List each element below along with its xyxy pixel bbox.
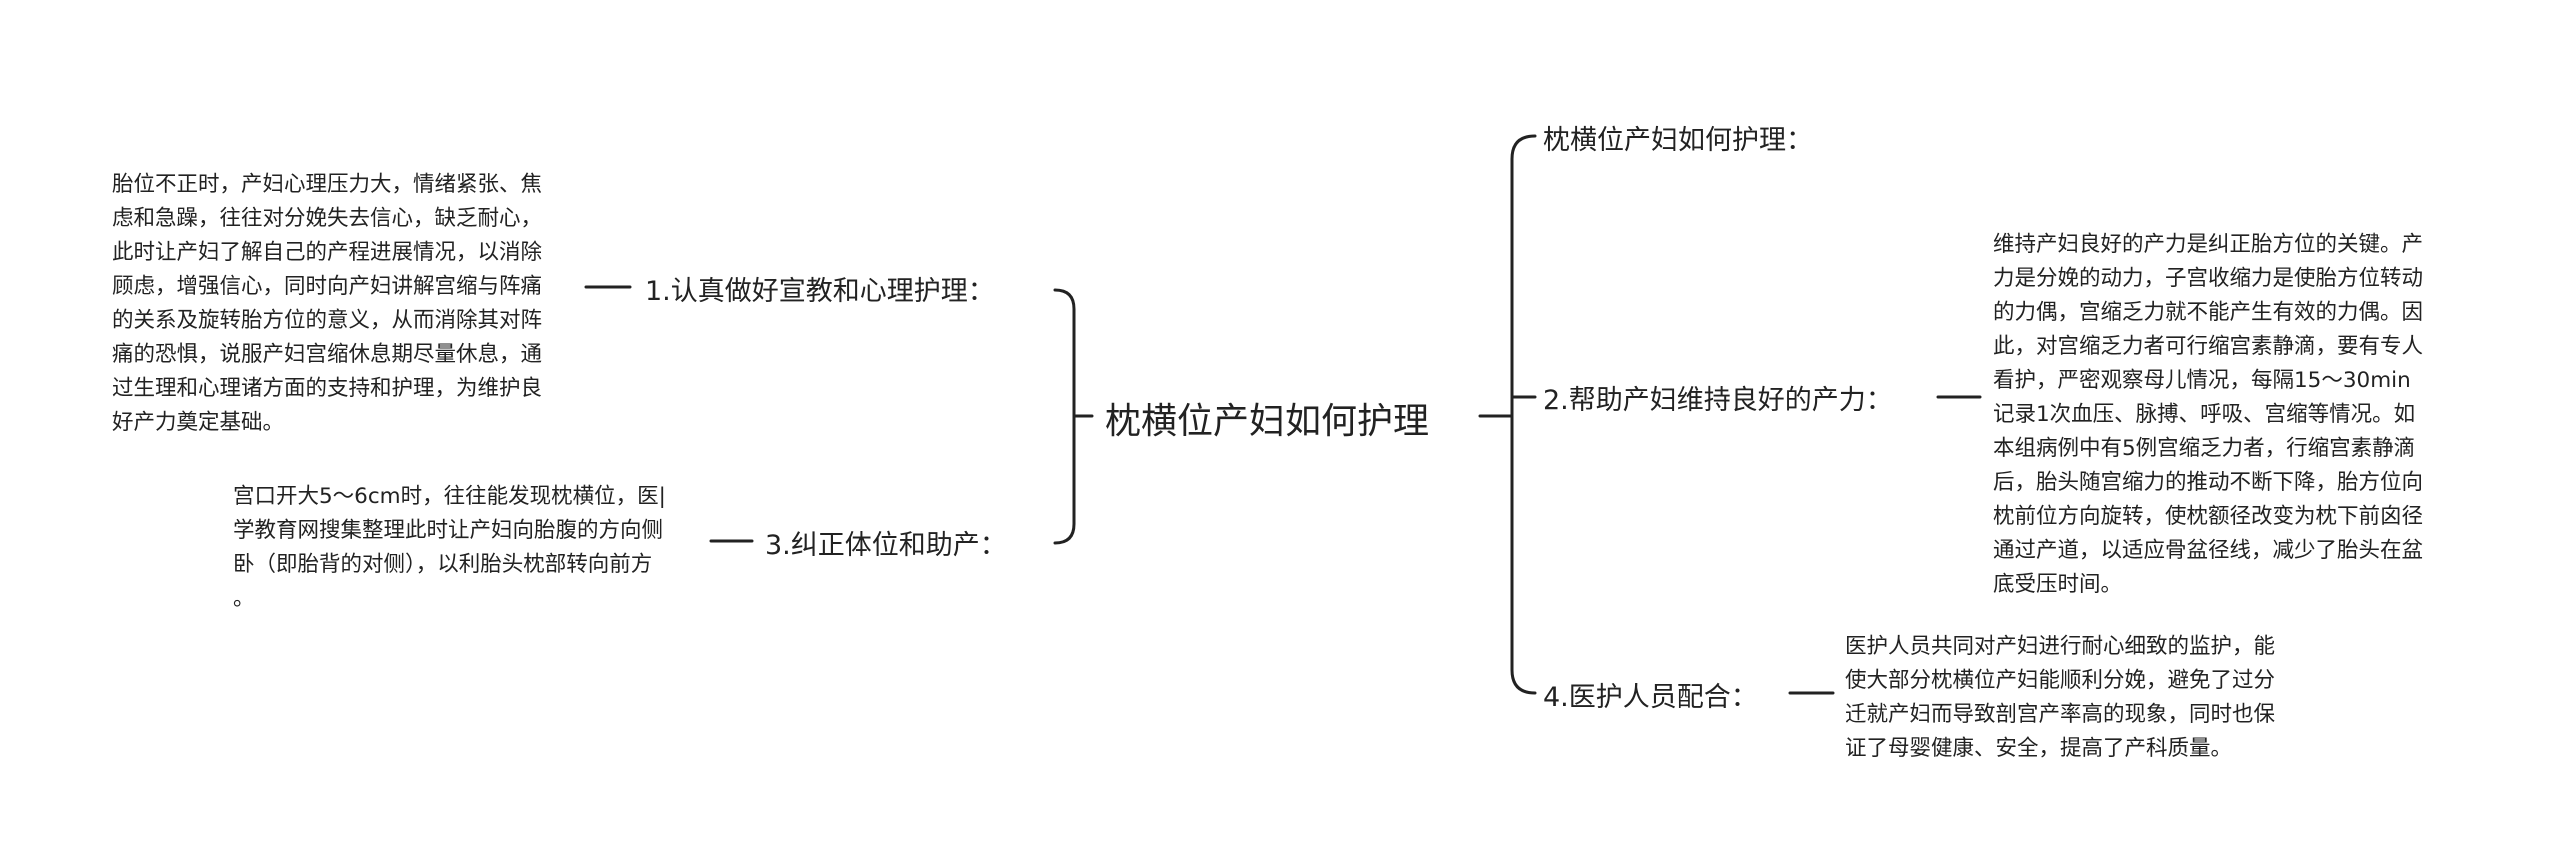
detail-line: 此时让产妇了解自己的产程进展情况，以消除	[112, 240, 543, 265]
detail-medical-staff-cooperation: 医护人员共同对产妇进行耐心细致的监护，能 使大部分枕横位产妇能顺利分娩，避免了过…	[1845, 630, 2275, 766]
detail-line: 顾虑，增强信心，同时向产妇讲解宫缩与阵痛	[112, 274, 543, 299]
detail-line: 记录1次血压、脉搏、呼吸、宫缩等情况。如	[1993, 402, 2416, 427]
detail-maintain-labor-force: 维持产妇良好的产力是纠正胎方位的关键。产 力是分娩的动力，子宫收缩力是使胎方位转…	[1993, 228, 2423, 602]
detail-line: 胎位不正时，产妇心理压力大，情绪紧张、焦	[112, 172, 543, 197]
detail-line: 好产力奠定基础。	[112, 410, 285, 435]
detail-line: 本组病例中有5例宫缩乏力者，行缩宫素静滴	[1993, 436, 2416, 461]
detail-education-psych-care: 胎位不正时，产妇心理压力大，情绪紧张、焦 虑和急躁，往往对分娩失去信心，缺乏耐心…	[112, 168, 542, 440]
branch-education-psych-care: 1.认真做好宣教和心理护理：	[645, 276, 995, 307]
connector-left-bracket	[1053, 288, 1076, 545]
detail-line: 维持产妇良好的产力是纠正胎方位的关键。产	[1993, 232, 2424, 257]
detail-correct-position: 宫口开大5～6cm时，往往能发现枕横位，医| 学教育网搜集整理此时让产妇向胎腹的…	[233, 480, 666, 616]
connector-right-bracket	[1510, 134, 1537, 695]
detail-line: 痛的恐惧，说服产妇宫缩休息期尽量休息，通	[112, 342, 543, 367]
detail-line: 力是分娩的动力，子宫收缩力是使胎方位转动	[1993, 266, 2424, 291]
detail-line: 过生理和心理诸方面的支持和护理，为维护良	[112, 376, 543, 401]
detail-line: 宫口开大5～6cm时，往往能发现枕横位，医|	[233, 484, 666, 509]
detail-line: 通过产道，以适应骨盆径线，减少了胎头在盆	[1993, 538, 2424, 563]
detail-line: 医护人员共同对产妇进行耐心细致的监护，能	[1845, 634, 2276, 659]
detail-line: 看护，严密观察母儿情况，每隔15～30min	[1993, 368, 2411, 393]
branch-medical-staff-cooperation: 4.医护人员配合：	[1543, 682, 1758, 713]
branch-maintain-labor-force: 2.帮助产妇维持良好的产力：	[1543, 385, 1893, 416]
branch-how-to-care: 枕横位产妇如何护理：	[1543, 125, 1813, 156]
detail-line: 的关系及旋转胎方位的意义，从而消除其对阵	[112, 308, 543, 333]
detail-line: 枕前位方向旋转，使枕额径改变为枕下前囟径	[1993, 504, 2424, 529]
detail-line: 。	[233, 586, 255, 611]
branch-correct-position: 3.纠正体位和助产：	[765, 530, 1007, 561]
detail-line: 使大部分枕横位产妇能顺利分娩，避免了过分	[1845, 668, 2276, 693]
central-topic: 枕横位产妇如何护理	[1105, 401, 1430, 442]
detail-line: 底受压时间。	[1993, 572, 2123, 597]
detail-line: 迁就产妇而导致剖宫产率高的现象，同时也保	[1845, 702, 2276, 727]
detail-line: 后，胎头随宫缩力的推动不断下降，胎方位向	[1993, 470, 2424, 495]
detail-line: 证了母婴健康、安全，提高了产科质量。	[1845, 736, 2233, 761]
detail-line: 的力偶，宫缩乏力就不能产生有效的力偶。因	[1993, 300, 2424, 325]
detail-line: 此，对宫缩乏力者可行缩宫素静滴，要有专人	[1993, 334, 2424, 359]
detail-line: 卧（即胎背的对侧），以利胎头枕部转向前方	[233, 552, 653, 577]
detail-line: 学教育网搜集整理此时让产妇向胎腹的方向侧	[233, 518, 664, 543]
detail-line: 虑和急躁，往往对分娩失去信心，缺乏耐心，	[112, 206, 543, 231]
